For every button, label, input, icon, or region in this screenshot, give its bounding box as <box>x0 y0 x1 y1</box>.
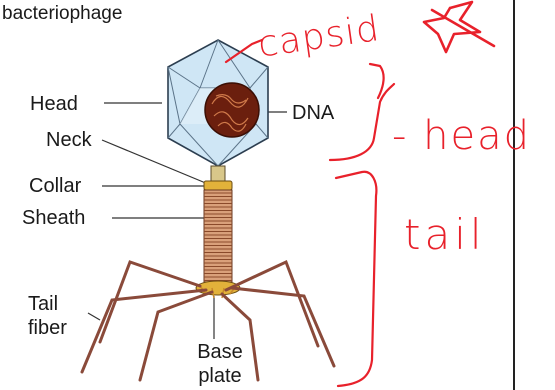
head-label: Head <box>30 94 78 114</box>
capsid <box>168 40 268 166</box>
tail-fiber-label: Tail fiber <box>28 292 84 340</box>
dna-label: DNA <box>292 103 334 123</box>
collar-label: Collar <box>29 176 81 196</box>
tail-annotation: tail <box>404 214 486 256</box>
tail-fiber-4 <box>226 262 318 346</box>
sheath-label: Sheath <box>22 208 85 228</box>
sheath <box>204 190 232 282</box>
dna-coil <box>205 83 259 137</box>
neck-label: Neck <box>46 130 92 150</box>
diagram-caption: bacteriophage <box>2 4 122 23</box>
base-plate-label: Base plate <box>192 340 248 388</box>
tail-fiber-leader <box>88 313 100 320</box>
head-annotation: - head <box>392 116 531 156</box>
collar <box>204 181 232 190</box>
tail-bracket <box>336 172 376 386</box>
star-mark <box>424 2 494 52</box>
head-bracket <box>330 64 394 160</box>
